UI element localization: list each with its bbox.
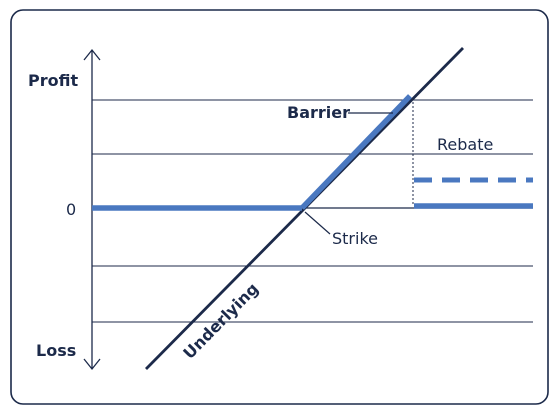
loss-label: Loss	[36, 341, 76, 360]
strike-label: Strike	[332, 229, 378, 248]
payoff-rising-segment	[300, 94, 412, 210]
rebate-label: Rebate	[437, 135, 493, 154]
arrow-up-icon	[83, 48, 101, 61]
barrier-label: Barrier	[287, 103, 350, 122]
strike-leader	[304, 211, 331, 235]
zero-label: 0	[66, 200, 76, 219]
arrow-down-icon	[83, 358, 101, 371]
grid-lines	[92, 99, 533, 323]
profit-label: Profit	[28, 71, 78, 90]
